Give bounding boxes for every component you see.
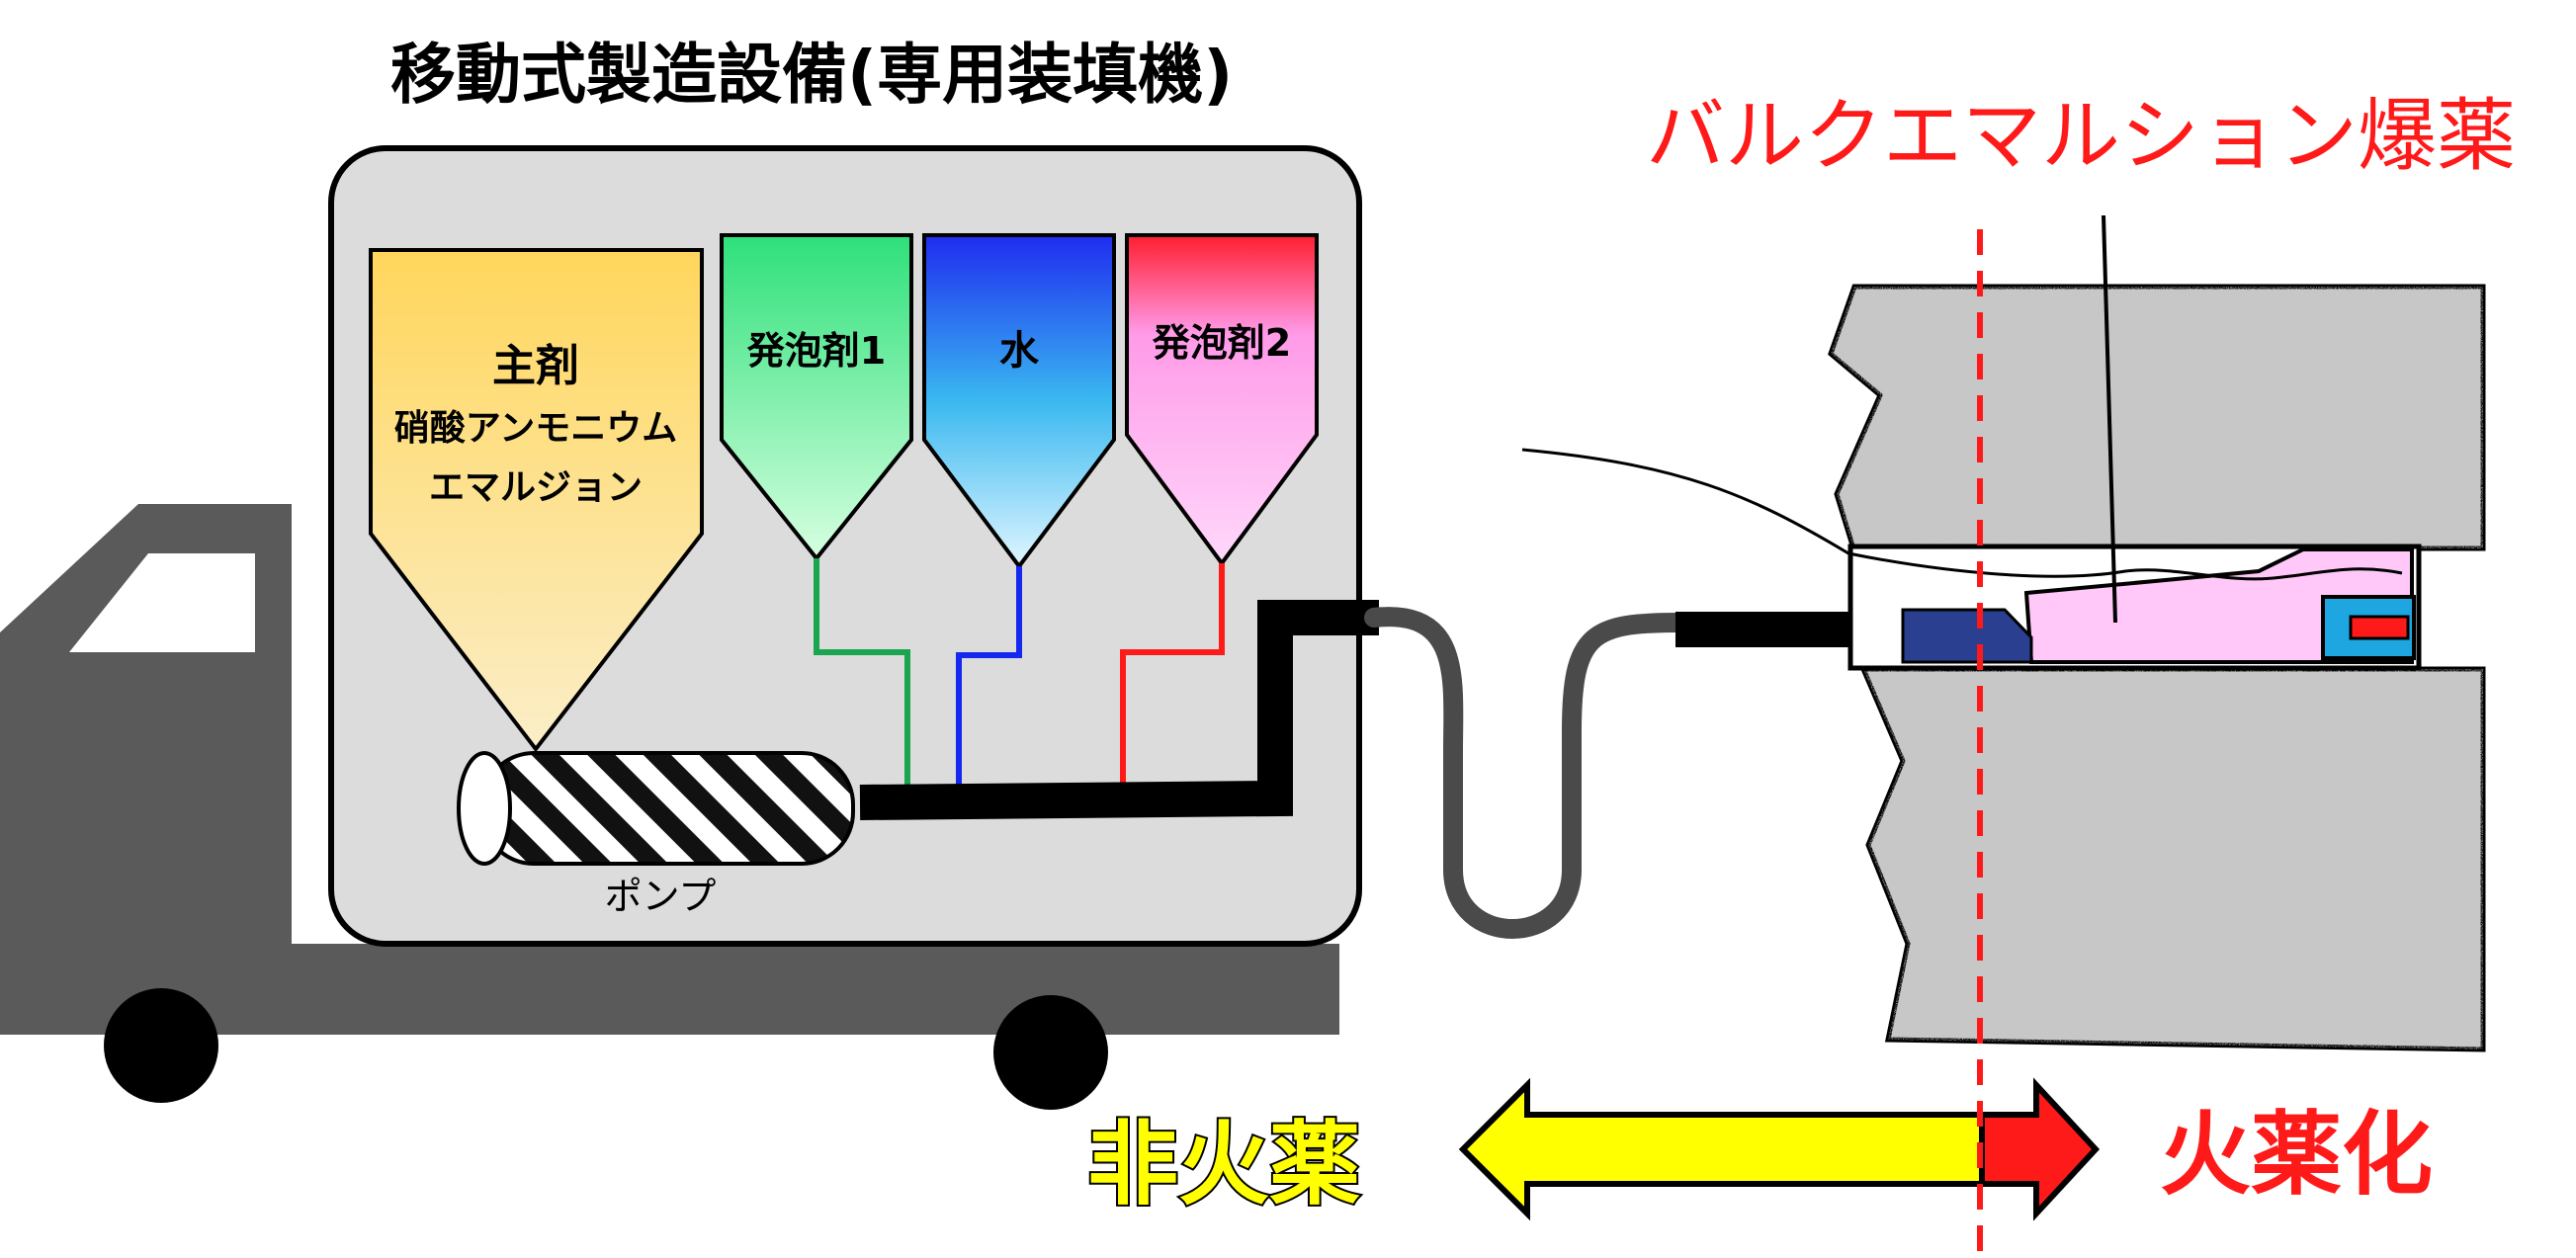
rear-wheel — [993, 995, 1108, 1110]
non-explosive-label: 非火薬 — [1087, 1112, 1360, 1217]
foam-agent-1-label: 発泡剤1 — [747, 329, 886, 373]
main-agent-label: 主剤 — [492, 341, 579, 391]
truck-window — [69, 553, 255, 652]
front-wheel — [104, 988, 218, 1103]
primer-core — [2349, 615, 2410, 640]
main-agent-label-2: 硝酸アンモニウム — [394, 408, 678, 449]
water-tank — [922, 233, 1116, 570]
rock-face — [1828, 284, 2486, 1052]
nozzle-head — [1901, 608, 2033, 664]
water-line — [956, 566, 1022, 786]
truck-title: 移動式製造設備(専用装填機) — [390, 37, 1233, 113]
truck-bed — [0, 944, 1339, 1035]
bulk-emulsion-charge — [2023, 547, 2414, 664]
foam-agent-2-tank — [1125, 233, 1319, 567]
explosive-label: 火薬化 — [2160, 1102, 2433, 1208]
product-pointer-line — [2102, 214, 2117, 624]
non-explosive-arrow — [1458, 1077, 1985, 1221]
foam-agent-2-line — [1120, 563, 1225, 786]
foam-agent-1-tank — [720, 233, 913, 562]
rock-lower-texture — [1863, 669, 2483, 1049]
main-pipe — [859, 600, 1379, 820]
state-arrow — [1458, 1077, 2101, 1221]
foam-agent-1-line — [814, 558, 910, 786]
explosive-arrow — [1979, 1077, 2101, 1221]
lead-wire — [1521, 448, 2403, 581]
rock-upper-texture — [1831, 287, 2483, 548]
water-label: 水 — [999, 328, 1040, 374]
pump — [457, 751, 855, 866]
product-label: バルクエマルション爆薬 — [1646, 90, 2516, 182]
pump-body — [480, 751, 855, 866]
truck — [0, 504, 1339, 1110]
main-agent-tank — [369, 248, 704, 753]
pump-label: ポンプ — [605, 875, 717, 918]
pump-end — [457, 751, 512, 866]
loading-hose — [1364, 607, 1690, 939]
main-agent-label-3: エマルジョン — [429, 467, 643, 508]
foam-agent-2-label: 発泡剤2 — [1153, 321, 1291, 365]
